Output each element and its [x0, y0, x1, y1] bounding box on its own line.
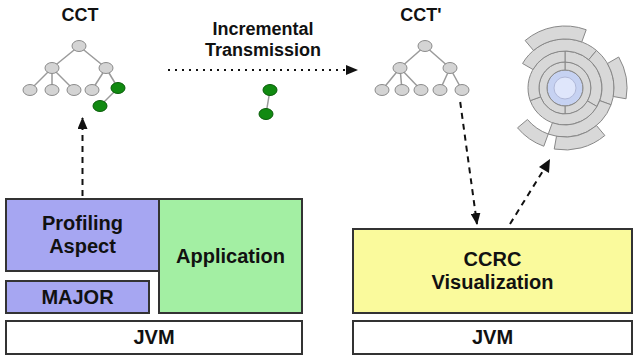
flow-arrow [460, 102, 477, 224]
application-box: Application [158, 198, 303, 314]
flow-arrow [82, 118, 84, 196]
visualization-box: CCRC Visualization [352, 228, 633, 314]
cct-copy-tree [375, 41, 469, 96]
tree-region: CCT' [365, 6, 477, 98]
transmitted-nodes [259, 85, 277, 120]
jvm-box: JVM [5, 320, 303, 355]
transmission-arrow [168, 69, 357, 71]
box-label: Application [176, 245, 285, 268]
box-label: JVM [472, 326, 513, 349]
tree-title: CCT [20, 6, 140, 26]
box-label: CCRC Visualization [405, 248, 580, 294]
box-label: MAJOR [41, 286, 113, 309]
tree-region: CCT [20, 6, 140, 118]
jvm-box: JVM [352, 320, 633, 355]
edge-label: Incremental Transmission [193, 19, 333, 60]
box-label: JVM [133, 326, 174, 349]
aspect-box: Profiling Aspect [5, 198, 160, 272]
render-arrow [510, 159, 550, 224]
sunburst-chart [518, 26, 627, 150]
tree-title: CCT' [365, 6, 477, 26]
box-label: Profiling Aspect [7, 212, 158, 258]
cct-tree [23, 41, 125, 112]
framework-box: MAJOR [5, 280, 150, 314]
